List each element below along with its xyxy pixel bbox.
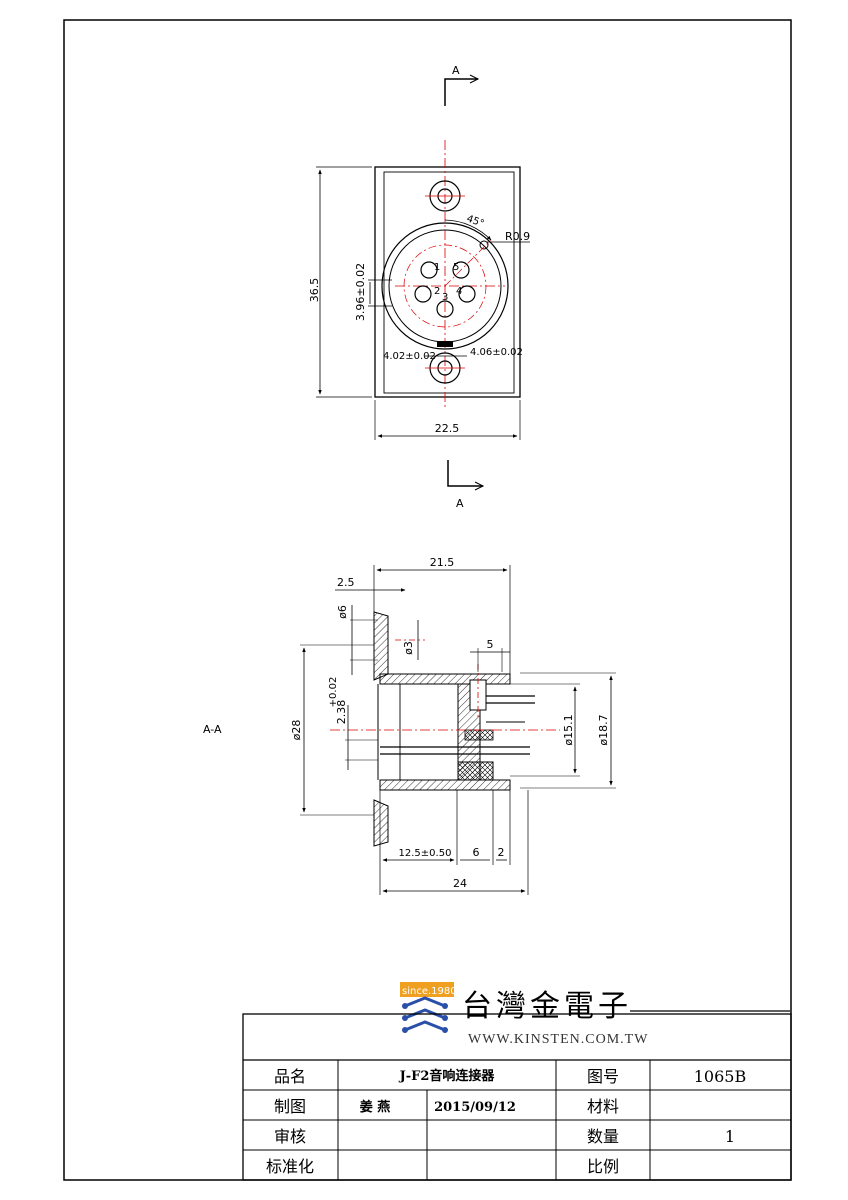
quantity-value: 1 <box>725 1127 735 1146</box>
name-value: J-F2音响连接器 <box>399 1068 496 1084</box>
diameter-18-dim: ø18.7 <box>597 714 610 745</box>
pin-label-4: 4 <box>456 286 462 297</box>
drawn-date: 2015/09/12 <box>434 1100 516 1115</box>
pin-label-5: 5 <box>453 262 459 273</box>
overall-length-dim: 24 <box>453 877 467 890</box>
section-view-label: A-A <box>203 723 222 736</box>
flange-dim: 2.5 <box>337 576 355 589</box>
len-c-dim: 2 <box>498 846 505 859</box>
drawing-no-label: 图号 <box>587 1067 619 1086</box>
pin-label-3: 3 <box>442 292 448 303</box>
section-mark-bottom: A <box>447 460 485 510</box>
front-view: 1 2 3 4 5 45° R0.9 36.5 3.96±0.02 4.02±0… <box>308 140 530 440</box>
pin-offset-left-dim: 4.02±0.02 <box>383 351 436 362</box>
company-name: 台灣金電子 <box>462 989 632 1024</box>
since-badge <box>400 982 454 997</box>
name-label: 品名 <box>274 1067 306 1086</box>
section-mark-top: A <box>444 64 480 106</box>
since-text: since.1980 <box>402 986 457 997</box>
len-a-dim: 12.5±0.50 <box>399 848 452 859</box>
company-url: WWW.KINSTEN.COM.TW <box>468 1032 648 1047</box>
sheet-border <box>63 19 792 1181</box>
standard-label: 标准化 <box>266 1157 314 1176</box>
drawn-by: 姜 燕 <box>360 1099 391 1115</box>
hole-d3-dim: ø3 <box>402 641 415 655</box>
quantity-label: 数量 <box>587 1127 619 1146</box>
total-length-dim: 21.5 <box>430 556 455 569</box>
slot-tolerance: +0.02 <box>328 677 339 708</box>
scale-label: 比例 <box>587 1157 619 1176</box>
width-dim: 22.5 <box>435 422 460 435</box>
title-block: 品名 J-F2音响连接器 图号 1065B 制图 姜 燕 2015/09/12 … <box>242 1013 792 1181</box>
pin-label-2: 2 <box>434 286 440 297</box>
section-letter-bottom: A <box>456 497 464 510</box>
pin-offset-right-dim: 4.06±0.02 <box>470 347 523 358</box>
drawing-no-value: 1065B <box>694 1067 746 1086</box>
pin-label-1: 1 <box>434 262 440 273</box>
pin-depth-dim: 5 <box>487 638 494 651</box>
material-label: 材料 <box>587 1097 619 1116</box>
drawn-label: 制图 <box>274 1097 306 1116</box>
diameter-28-dim: ø28 <box>290 720 303 741</box>
company-logo: since.1980 台灣金電子 WWW.KINSTEN.COM.TW <box>400 982 790 1047</box>
pin-offset-y-dim: 3.96±0.02 <box>354 263 367 321</box>
diameter-15-dim: ø15.1 <box>562 714 575 745</box>
section-letter-top: A <box>452 64 460 77</box>
height-dim: 36.5 <box>308 278 321 303</box>
review-label: 审核 <box>274 1127 306 1146</box>
slot-dim: 2.38 <box>335 700 348 725</box>
radius-label: R0.9 <box>505 230 530 243</box>
hole-d6-dim: ø6 <box>336 605 349 619</box>
chain-link-icon <box>402 996 448 1033</box>
section-view: 21.5 2.5 ø6 ø3 5 2.38 +0.02 ø28 ø15.1 <box>290 556 616 895</box>
len-b-dim: 6 <box>473 846 480 859</box>
